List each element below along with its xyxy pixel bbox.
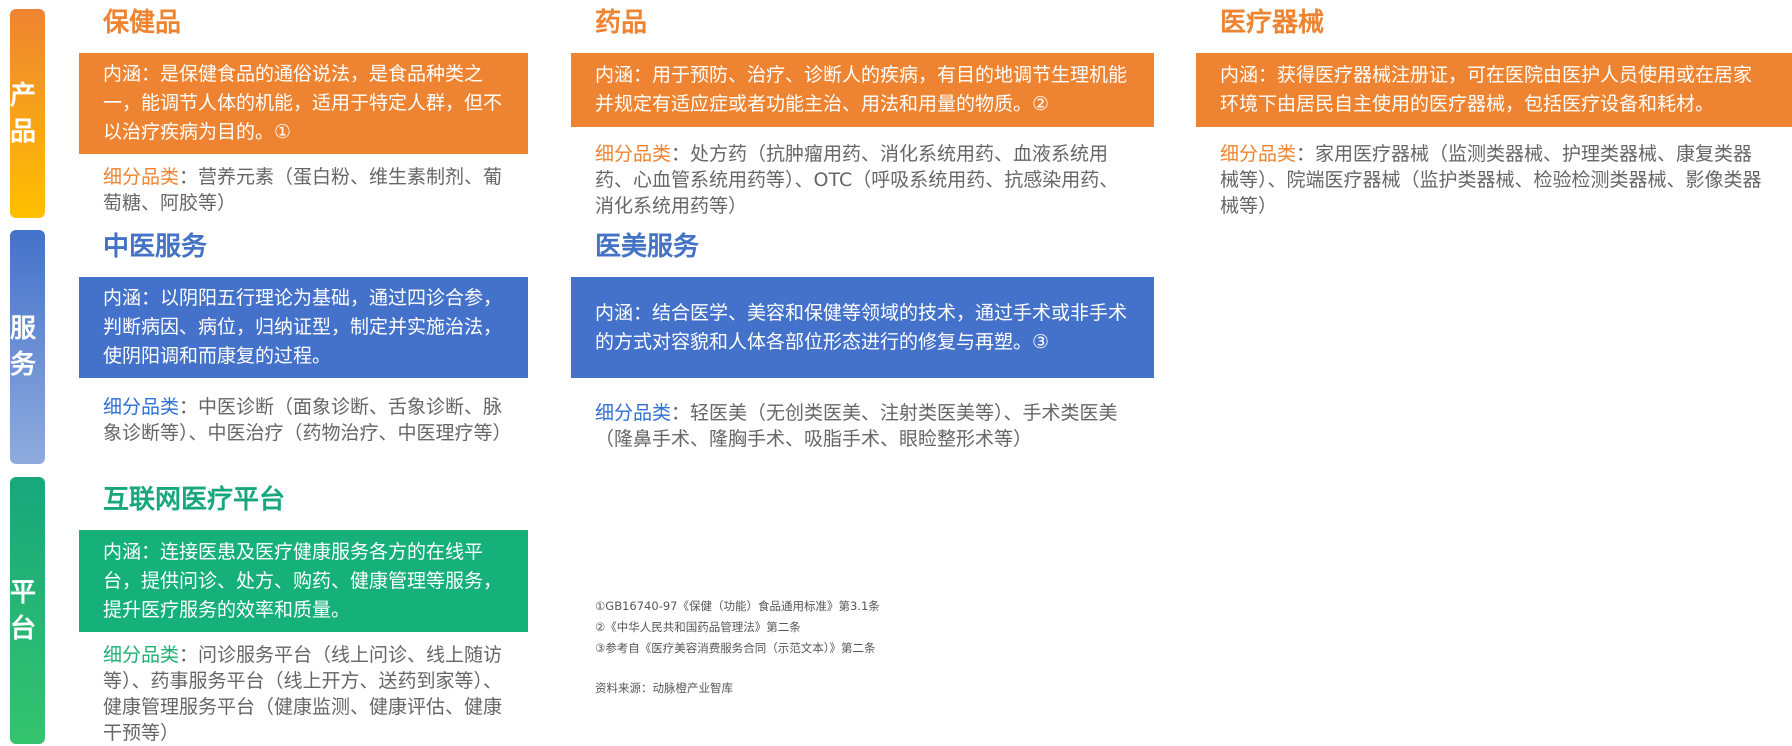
card-definition: 内涵：是保健食品的通俗说法，是食品种类之一，能调节人体的机能，适用于特定人群，但… <box>79 53 528 154</box>
sub-text: ：中医诊断（面象诊断、舌象诊断、脉象诊断等）、中医治疗（药物治疗、中医理疗等） <box>103 396 512 444</box>
card-definition: 内涵：以阴阳五行理论为基础，通过四诊合参，判断病因、病位，归纳证型，制定并实施治… <box>79 277 528 378</box>
sub-label: 细分品类 <box>595 402 672 424</box>
card-title: 保健品 <box>103 8 182 38</box>
card-health-products: 保健品 内涵：是保健食品的通俗说法，是食品种类之一，能调节人体的机能，适用于特定… <box>79 5 528 216</box>
card-drugs: 药品 内涵：用于预防、治疗、诊断人的疾病，有目的地调节生理机能并规定有适应症或者… <box>571 5 1154 219</box>
card-definition: 内涵：连接医患及医疗健康服务各方的在线平台，提供问诊、处方、购药、健康管理等服务… <box>79 530 528 632</box>
footnotes: ①GB16740-97《保健（功能）食品通用标准》第3.1条 ②《中华人民共和国… <box>595 596 880 699</box>
category-platform: 平台 <box>10 477 45 744</box>
category-service: 服务 <box>10 230 45 464</box>
category-label: 服务 <box>10 314 37 380</box>
sub-label: 细分品类 <box>103 644 180 666</box>
source-note: 资料来源：动脉橙产业智库 <box>595 681 733 695</box>
card-medical-devices: 医疗器械 内涵：获得医疗器械注册证，可在医院由医护人员使用或在居家环境下由居民自… <box>1196 5 1792 219</box>
category-label: 产品 <box>10 80 37 147</box>
footnote: ③参考自《医疗美容消费服务合同（示范文本）》第二条 <box>595 641 876 655</box>
sub-label: 细分品类 <box>103 166 180 188</box>
card-subcategories: 细分品类：营养元素（蛋白粉、维生素制剂、葡萄糖、阿胶等） <box>79 164 528 216</box>
sub-text: ：问诊服务平台（线上问诊、线上随访等）、药事服务平台（线上开方、送药到家等）、健… <box>103 644 503 744</box>
card-definition: 内涵：结合医学、美容和保健等领域的技术，通过手术或非手术的方式对容貌和人体各部位… <box>571 277 1154 378</box>
card-title: 医疗器械 <box>1220 8 1325 38</box>
sub-label: 细分品类 <box>1220 143 1297 165</box>
sub-label: 细分品类 <box>103 396 180 418</box>
card-tcm-services: 中医服务 内涵：以阴阳五行理论为基础，通过四诊合参，判断病因、病位，归纳证型，制… <box>79 229 528 446</box>
sub-text: ：轻医美（无创类医美、注射类医美等）、手术类医美（隆鼻手术、隆胸手术、吸脂手术、… <box>595 402 1118 450</box>
card-subcategories: 细分品类：轻医美（无创类医美、注射类医美等）、手术类医美（隆鼻手术、隆胸手术、吸… <box>571 400 1154 452</box>
card-title: 医美服务 <box>595 232 700 262</box>
category-product: 产品 <box>10 9 45 218</box>
card-title: 中医服务 <box>103 232 208 262</box>
category-label: 平台 <box>10 577 37 644</box>
sub-text: ：处方药（抗肿瘤用药、消化系统用药、血液系统用药、心血管系统用药等）、OTC（呼… <box>595 143 1119 217</box>
card-internet-platform: 互联网医疗平台 内涵：连接医患及医疗健康服务各方的在线平台，提供问诊、处方、购药… <box>79 482 528 746</box>
card-title: 互联网医疗平台 <box>103 485 286 515</box>
footnote: ②《中华人民共和国药品管理法》第二条 <box>595 620 801 634</box>
card-subcategories: 细分品类：家用医疗器械（监测类器械、护理类器械、康复类器械等）、院端医疗器械（监… <box>1196 141 1792 219</box>
card-aesthetic-services: 医美服务 内涵：结合医学、美容和保健等领域的技术，通过手术或非手术的方式对容貌和… <box>571 229 1154 452</box>
card-subcategories: 细分品类：问诊服务平台（线上问诊、线上随访等）、药事服务平台（线上开方、送药到家… <box>79 642 528 746</box>
card-subcategories: 细分品类：中医诊断（面象诊断、舌象诊断、脉象诊断等）、中医治疗（药物治疗、中医理… <box>79 394 528 446</box>
card-definition: 内涵：获得医疗器械注册证，可在医院由医护人员使用或在居家环境下由居民自主使用的医… <box>1196 53 1792 127</box>
sub-text: ：家用医疗器械（监测类器械、护理类器械、康复类器械等）、院端医疗器械（监护类器械… <box>1220 143 1762 217</box>
sub-label: 细分品类 <box>595 143 672 165</box>
card-definition: 内涵：用于预防、治疗、诊断人的疾病，有目的地调节生理机能并规定有适应症或者功能主… <box>571 53 1154 127</box>
sub-text: ：营养元素（蛋白粉、维生素制剂、葡萄糖、阿胶等） <box>103 166 503 214</box>
card-subcategories: 细分品类：处方药（抗肿瘤用药、消化系统用药、血液系统用药、心血管系统用药等）、O… <box>571 141 1154 219</box>
card-title: 药品 <box>595 8 648 38</box>
footnote: ①GB16740-97《保健（功能）食品通用标准》第3.1条 <box>595 599 880 613</box>
